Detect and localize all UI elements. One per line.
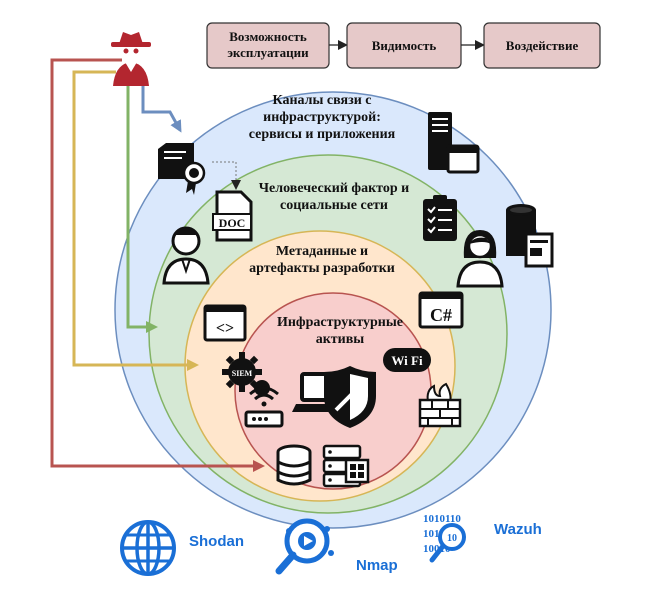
nmap-label: Nmap [356,557,398,574]
arrow-blue-channels [141,86,182,133]
wifi-badge-icon: Wi Fi [383,348,431,372]
flow-step-exploitability-line1: Возможность [229,29,307,44]
ring-third-label-line2: артефакты разработки [249,261,395,276]
arrow-red-infrastructure [50,58,265,472]
wifi-badge-label: Wi Fi [391,353,423,368]
flow-step-visibility: Видимость [346,22,462,69]
wazuh-binary-icon: 1010110 1010 10010 10 [423,513,466,563]
flow-step-visibility-label: Видимость [372,38,437,53]
wazuh-label: Wazuh [494,521,542,538]
certificate-icon [158,143,206,195]
arrow-yellow-metadata [72,70,199,371]
laptop-shield-icon [292,366,376,428]
database-form-icon [506,204,554,268]
shodan-label: Shodan [189,533,244,550]
wazuh-bits-row1: 1010110 [423,513,461,525]
ring-third-label-line1: Метаданные и [276,244,368,259]
checklist-icon [423,195,457,241]
firewall-icon [418,382,462,428]
certificate-to-doc-link [212,161,241,190]
flow-step-exploitability: Возможность эксплуатации [206,22,330,69]
ring-outer-label-line1: Каналы связи с [272,93,371,108]
router-icon [244,386,284,428]
flow-step-impact: Воздействие [483,22,601,69]
code-window-icon: <> [203,304,247,342]
server-window-icon [428,112,480,174]
hacker-icon [111,32,151,86]
ring-second-label-line2: социальные сети [280,198,388,213]
ring-second-label-line1: Человеческий фактор и [259,181,409,196]
doc-file-label: DOC [219,216,246,230]
arrow-green-human [126,86,158,333]
csharp-icon-label: C# [430,305,452,325]
database-stack-icon [276,444,312,486]
ring-inner-label-line1: Инфраструктурные [277,315,403,330]
svg-text:10: 10 [447,533,457,544]
doc-file-icon: DOC [212,190,253,242]
code-window-label: <> [216,320,234,337]
male-user-icon [162,226,210,285]
globe-icon [120,520,176,576]
csharp-icon: C# [418,291,464,329]
ring-outer-label-line3: сервисы и приложения [249,127,396,142]
ring-inner-label-line2: активы [316,332,365,347]
nmap-magnifier-icon [275,518,334,575]
ring-outer-label-line2: инфраструктурой: [263,110,381,125]
female-user-icon [456,230,504,288]
siem-label: SIEM [232,369,253,378]
flow-step-exploitability-line2: эксплуатации [227,45,309,60]
server-rack-windows-icon [322,444,370,488]
flow-step-impact-label: Воздействие [506,38,579,53]
